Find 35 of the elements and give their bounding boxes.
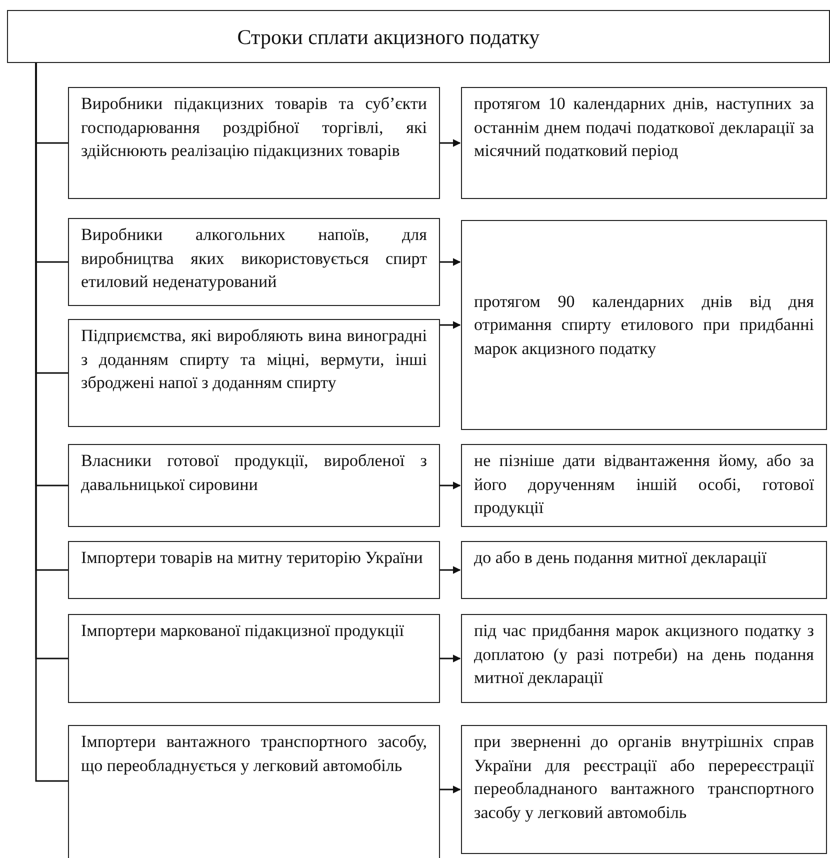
box-text: Імпортери маркованої підакцизної продукції — [81, 620, 405, 642]
arrow — [440, 482, 461, 490]
box-text: Підприємства, які виробляють вина виноградні з доданням спирту та міцні, вермути, інші зброджені напої з доданням спирту — [81, 325, 427, 394]
arrow — [440, 321, 461, 329]
process-box — [461, 725, 827, 854]
box-text: Виробники алкогольних напоїв, для виробництва яких використовується спирт етиловий неденатурований — [81, 224, 427, 293]
arrow — [440, 654, 461, 662]
title-text: Строки сплати акцизного податку — [236, 25, 541, 49]
process-box — [461, 220, 827, 430]
box-text: під час придбання марок акцизного податку з доплатою (у разі потреби) на день подання митної декларації — [474, 620, 814, 689]
process-box — [68, 319, 440, 427]
process-box — [68, 725, 440, 858]
process-box — [68, 541, 440, 599]
process-box — [461, 444, 827, 527]
box-text: при зверненні до органів внутрішніх справ України для реєстрації або перереєстрації переобладнаного вантажного транспортного засобу у легковий автомобіль — [474, 731, 814, 824]
process-box — [68, 218, 440, 306]
box-text: Власники готової продукції, виробленої з давальницької сировини — [81, 450, 427, 496]
title-box — [7, 10, 830, 63]
box-text: до або в день подання митної декларації — [474, 547, 768, 569]
box-text: Виробники підакцизних товарів та суб’єкти господарювання роздрібної торгівлі, які здійснюють реалізацію підакцизних товарів — [81, 93, 427, 162]
process-box — [461, 614, 827, 703]
arrow — [440, 566, 461, 574]
box-text: не пізніше дати відвантаження йому, або за його дорученням іншій особі, готової продукції — [474, 450, 814, 519]
process-box — [68, 444, 440, 527]
process-box — [68, 87, 440, 199]
box-text: Імпортери товарів на митну територію України — [81, 547, 424, 569]
arrow — [440, 258, 461, 266]
process-box — [68, 614, 440, 703]
arrow — [440, 139, 461, 147]
box-text: протягом 10 календарних днів, наступних за останнім днем подачі податкової декларації за місячний податковий період — [474, 93, 814, 162]
process-box — [461, 541, 827, 599]
box-text: протягом 90 календарних днів від дня отримання спирту етилового при придбанні марок акцизного податку — [474, 290, 814, 360]
arrow — [440, 786, 461, 794]
box-text: Імпортери вантажного транспортного засобу, що переобладнується у легковий автомобіль — [81, 731, 427, 777]
process-box — [461, 87, 827, 199]
